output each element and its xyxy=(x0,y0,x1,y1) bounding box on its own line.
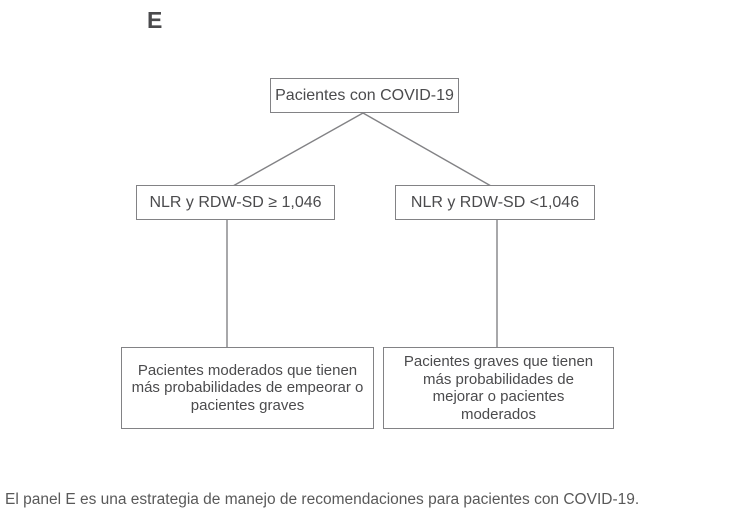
figure-caption: El panel E es una estrategia de manejo d… xyxy=(5,491,640,508)
connector-root-to-left xyxy=(232,112,364,187)
panel-label: E xyxy=(147,7,163,33)
flowchart-root-node: Pacientes con COVID-19 xyxy=(270,78,459,113)
flowchart-condition-node-right: NLR y RDW-SD <1,046 xyxy=(395,185,595,220)
flowchart-outcome-node-right: Pacientes graves que tienen más probabil… xyxy=(383,347,614,429)
connector-root-to-right xyxy=(362,112,492,187)
flowchart-condition-node-left: NLR y RDW-SD ≥ 1,046 xyxy=(136,185,335,220)
flowchart-outcome-node-left: Pacientes moderados que tienen más proba… xyxy=(121,347,374,429)
